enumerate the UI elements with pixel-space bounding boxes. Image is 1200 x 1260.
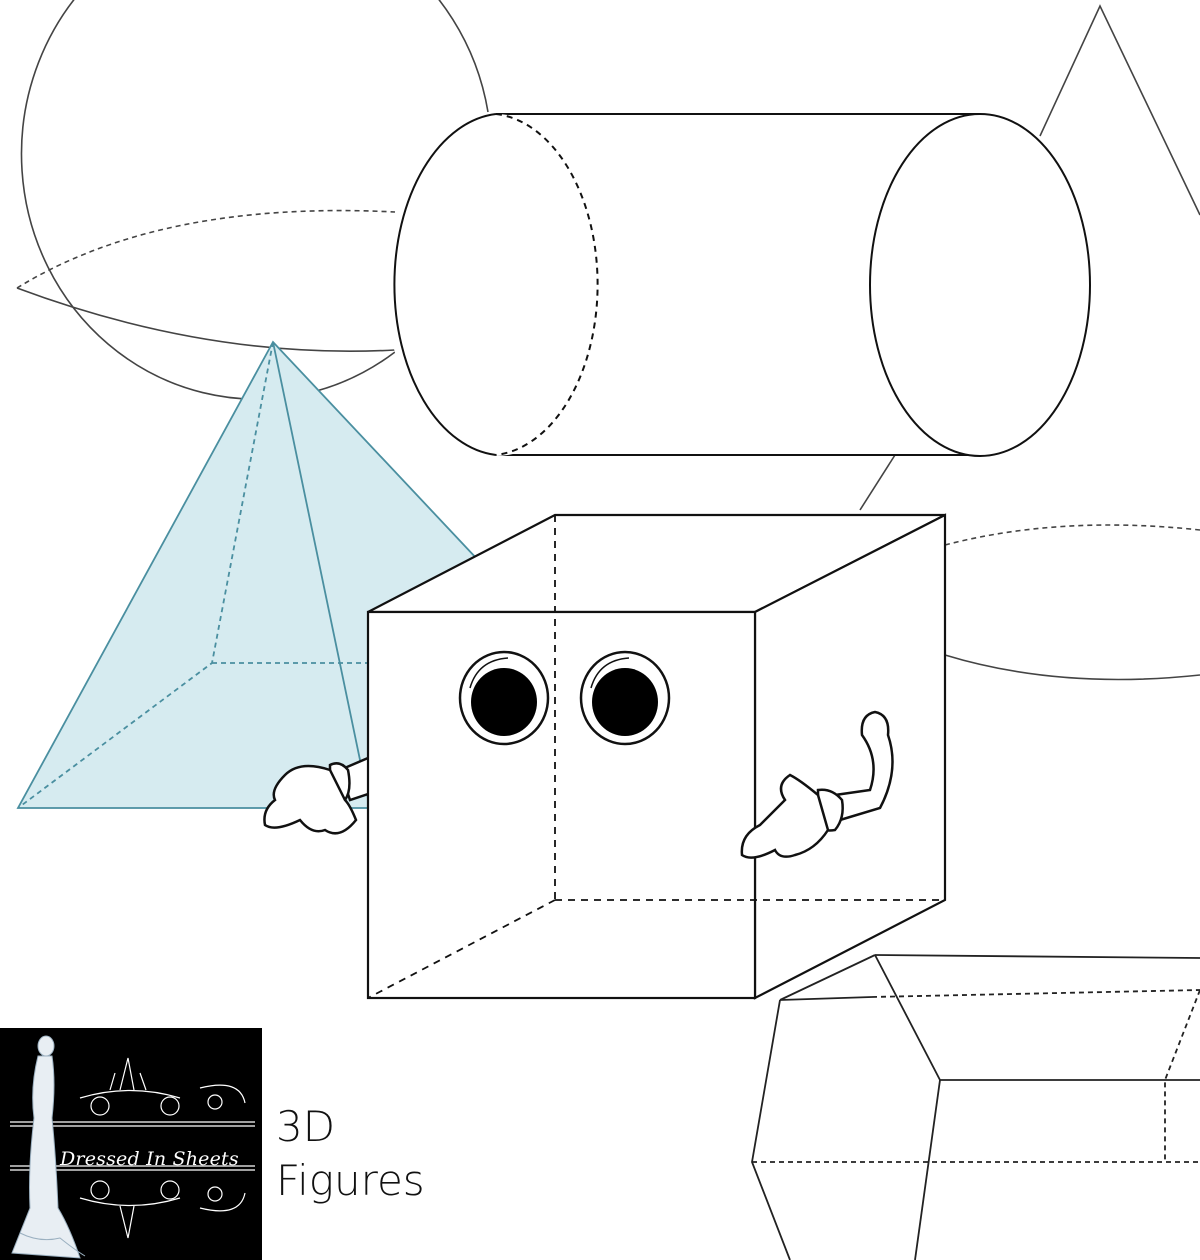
title-line-2: Figures [276,1156,425,1205]
sphere-shape [16,0,489,400]
cube-character [263,513,947,1000]
title-line-1: 3D [276,1102,336,1151]
square-pyramid-shape [16,340,481,809]
left-eye [458,650,550,746]
cylinder-shape [386,113,1091,457]
cone-shape [859,4,1200,681]
page-title: 3D Figures [276,1100,425,1208]
dress-figure-icon [11,1035,86,1259]
logo-artwork [10,1035,255,1259]
dressed-in-sheets-logo: Dressed In Sheets [0,1028,262,1260]
right-arm [740,710,894,859]
logo-text: Dressed In Sheets [60,1148,239,1170]
hexagonal-prism-shape [751,954,1200,1260]
right-eye [579,650,671,746]
